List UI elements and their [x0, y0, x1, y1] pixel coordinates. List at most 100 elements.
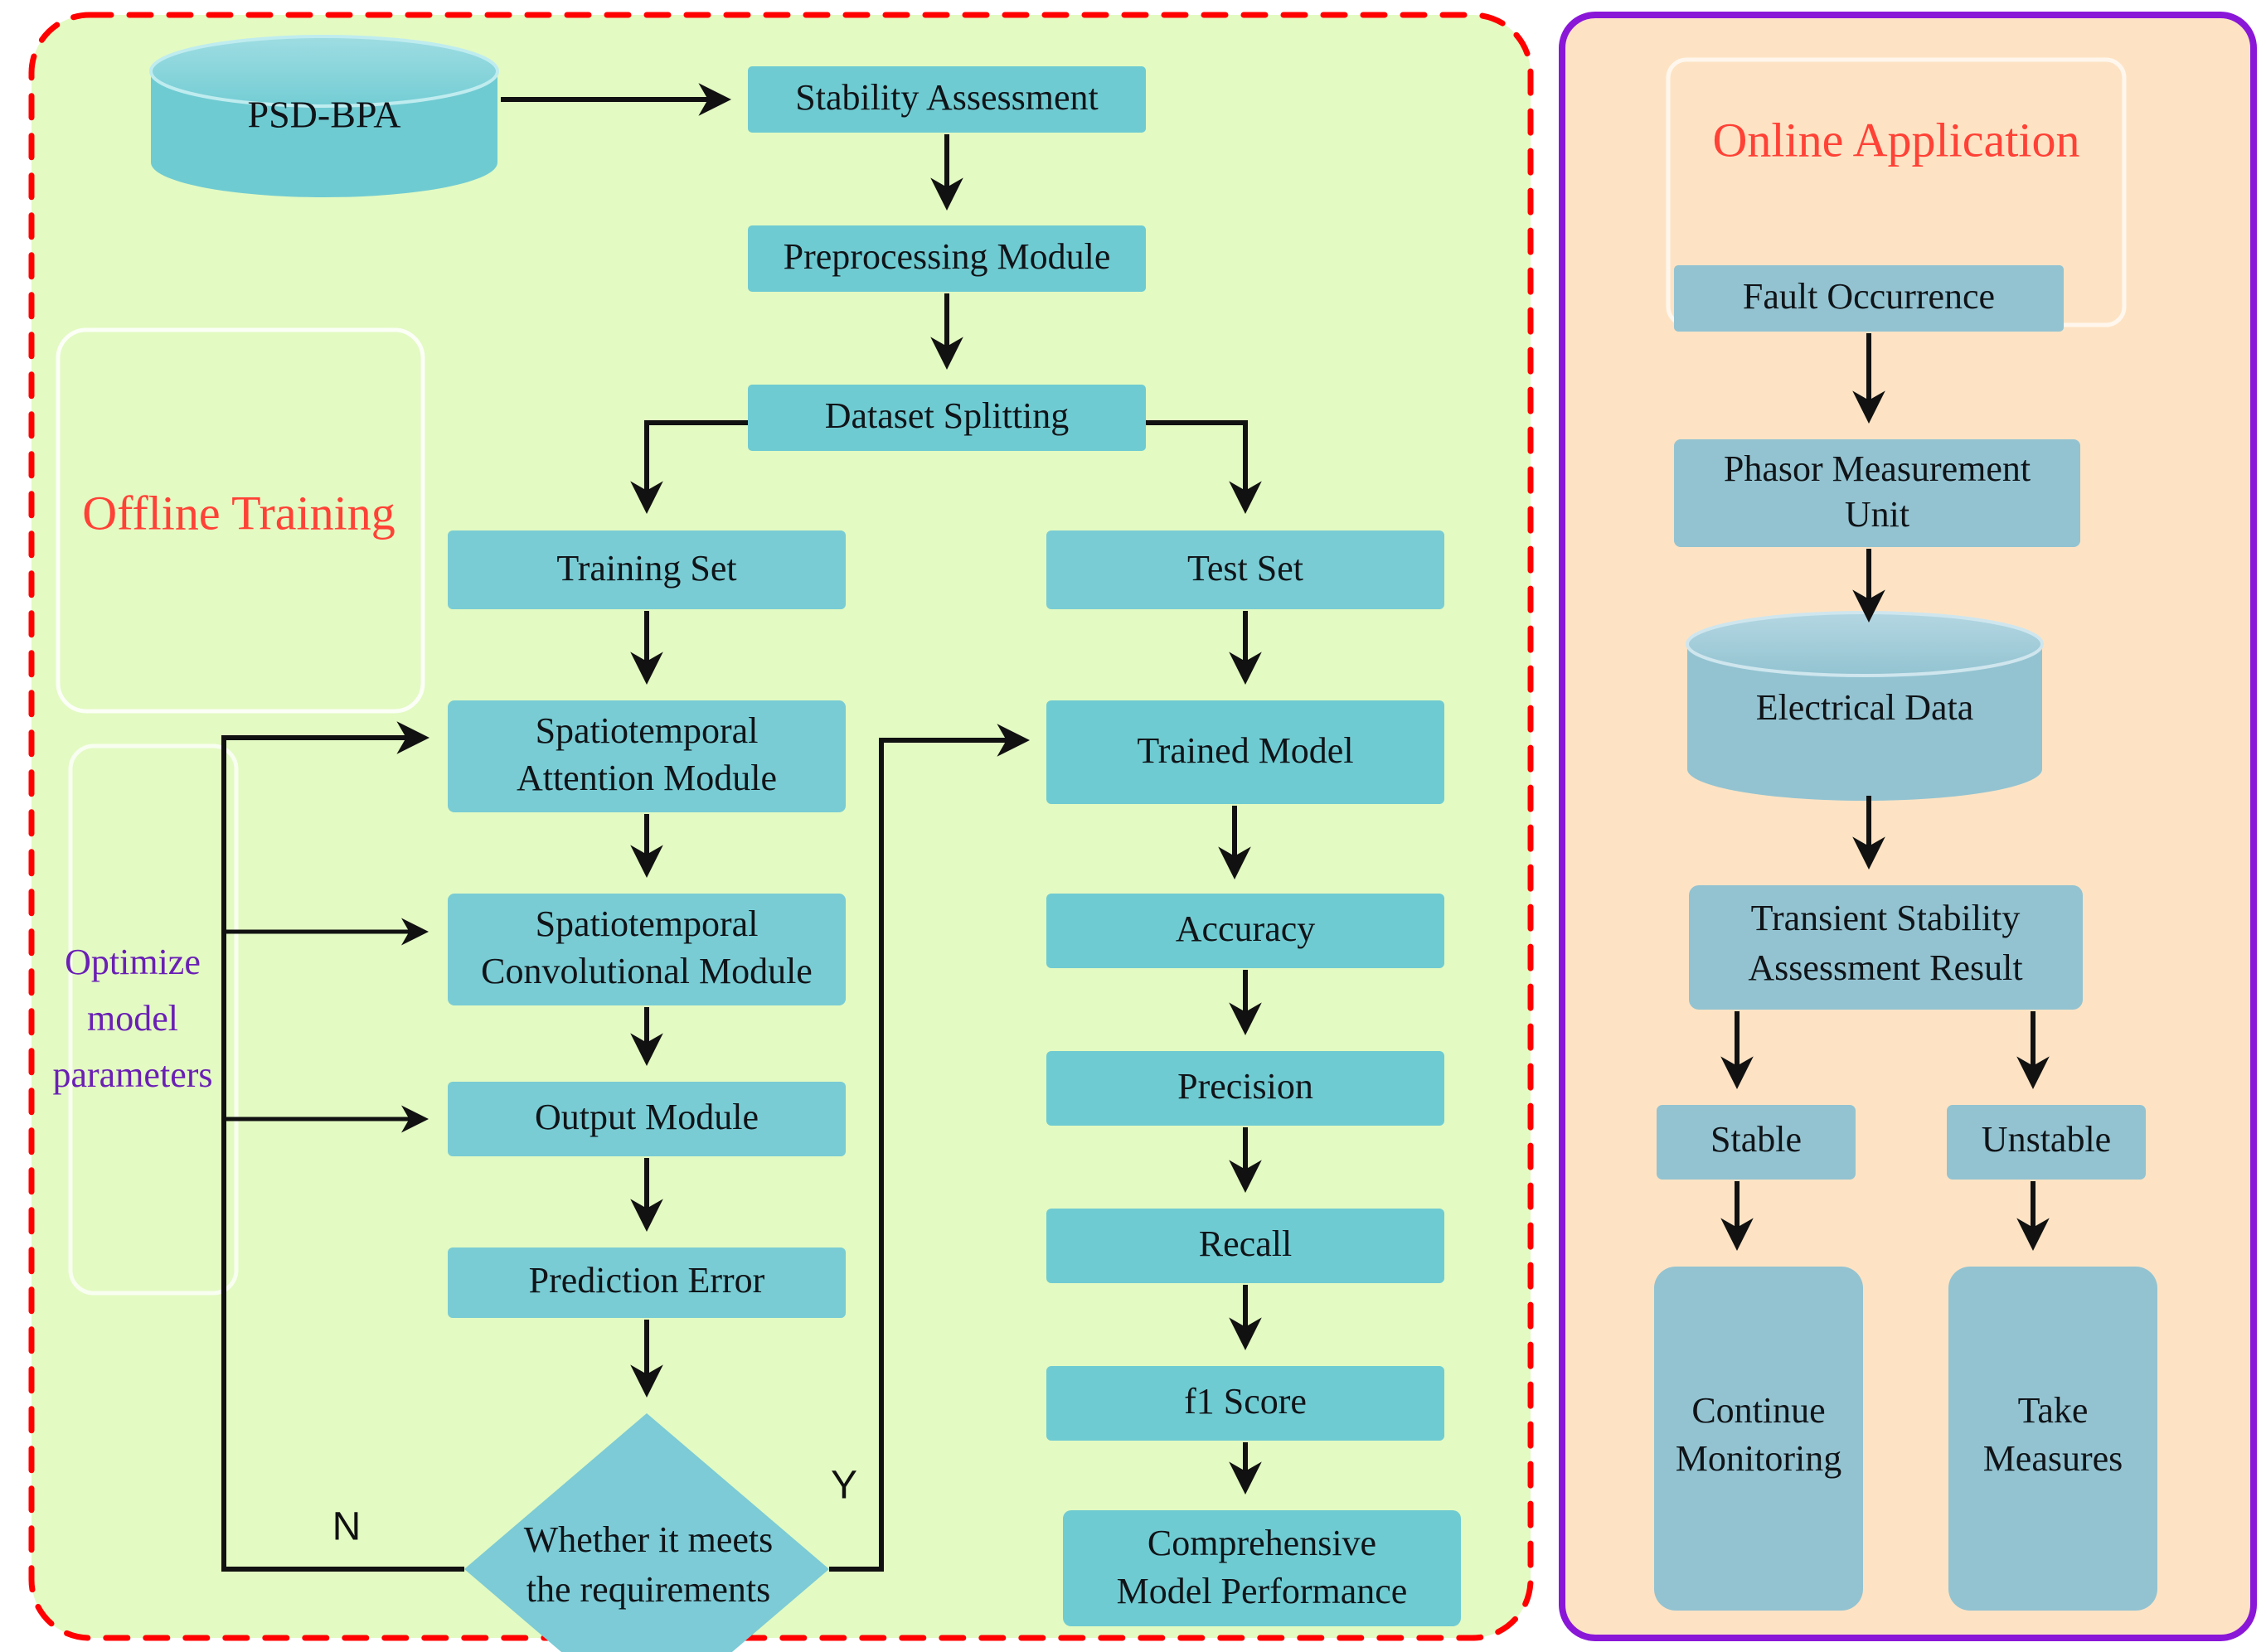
branch-label-no: N — [332, 1505, 361, 1549]
f1-score-box — [1046, 1366, 1444, 1441]
node-continue-monitoring: Continue Monitoring — [1654, 1267, 1863, 1611]
training-set-label: Training Set — [556, 548, 736, 589]
attention-module-box — [448, 700, 846, 812]
precision-label: Precision — [1177, 1066, 1313, 1107]
node-precision: Precision — [1046, 1051, 1444, 1126]
node-electrical-data: Electrical Data — [1686, 611, 2044, 801]
pmu-label-line2: Unit — [1845, 494, 1909, 535]
test-set-box — [1046, 530, 1444, 609]
node-tsa-result: Transient Stability Assessment Result — [1689, 885, 2083, 1010]
arrow-yes-to-trainedmodel — [829, 724, 1031, 1572]
preprocessing-module-label: Preprocessing Module — [784, 236, 1111, 277]
node-attention-module: Spatiotemporal Attention Module — [448, 700, 846, 812]
node-fault-occurrence: Fault Occurrence — [1674, 265, 2064, 332]
output-module-label: Output Module — [535, 1097, 759, 1137]
node-training-set: Training Set — [448, 530, 846, 609]
arrow-dataset-to-test — [1146, 420, 1262, 515]
continue-monitoring-box — [1654, 1267, 1863, 1611]
node-test-set: Test Set — [1046, 530, 1444, 609]
node-convolutional-module: Spatiotemporal Convolutional Module — [448, 894, 846, 1005]
preprocessing-module-box — [748, 225, 1146, 292]
convolutional-module-label-line1: Spatiotemporal — [536, 904, 759, 944]
node-prediction-error: Prediction Error — [448, 1247, 846, 1318]
electrical-data-cylinder-body — [1687, 644, 2042, 801]
node-f1-score: f1 Score — [1046, 1366, 1444, 1441]
test-set-label: Test Set — [1187, 548, 1303, 589]
accuracy-box — [1046, 894, 1444, 968]
arrow-feedback-to-attention — [221, 721, 464, 1572]
continue-monitoring-label-line1: Continue — [1691, 1390, 1825, 1431]
offline-connectors: N Y — [221, 83, 1262, 1572]
offline-title-frame — [56, 327, 425, 714]
take-measures-box — [1948, 1267, 2157, 1611]
node-phasor-measurement-unit: Phasor Measurement Unit — [1674, 439, 2080, 547]
attention-module-label-line1: Spatiotemporal — [536, 710, 759, 751]
fault-occurrence-box — [1674, 265, 2064, 332]
comprehensive-label-line2: Model Performance — [1117, 1571, 1408, 1611]
offline-training-panel: Offline Training Optimize model paramete… — [28, 12, 1534, 1652]
node-trained-model: Trained Model — [1046, 700, 1444, 804]
node-recall: Recall — [1046, 1209, 1444, 1283]
f1-score-label: f1 Score — [1184, 1381, 1307, 1422]
output-module-box — [448, 1082, 846, 1156]
online-application-panel: Online Application Fault Occurrence Phas… — [1559, 12, 2257, 1641]
node-output-module: Output Module — [448, 1082, 846, 1156]
stable-box — [1657, 1105, 1856, 1180]
node-accuracy: Accuracy — [1046, 894, 1444, 968]
online-panel-title: Online Application — [1713, 113, 2080, 167]
node-unstable: Unstable — [1947, 1105, 2146, 1180]
optimize-note-line1: Optimize — [65, 942, 201, 982]
continue-monitoring-label-line2: Monitoring — [1676, 1438, 1841, 1479]
pmu-box — [1674, 439, 2080, 547]
node-stability-assessment: Stability Assessment — [748, 66, 1146, 133]
offline-note-frame — [68, 744, 239, 1296]
take-measures-label-line2: Measures — [1983, 1438, 2123, 1479]
electrical-data-label: Electrical Data — [1756, 687, 1974, 728]
comprehensive-label-line1: Comprehensive — [1148, 1523, 1376, 1563]
offline-panel-title: Offline Training — [82, 486, 395, 540]
node-comprehensive-model-performance: Comprehensive Model Performance — [1063, 1510, 1461, 1626]
stability-assessment-box — [748, 66, 1146, 133]
stability-assessment-label: Stability Assessment — [795, 77, 1098, 118]
take-measures-label-line1: Take — [2018, 1390, 2089, 1431]
optimize-note-line3: parameters — [53, 1054, 213, 1095]
precision-box — [1046, 1051, 1444, 1126]
pmu-label-line1: Phasor Measurement — [1724, 448, 2031, 489]
convolutional-module-box — [448, 894, 846, 1005]
convolutional-module-label-line2: Convolutional Module — [481, 951, 813, 991]
fault-occurrence-label: Fault Occurrence — [1743, 276, 1995, 317]
stable-label: Stable — [1710, 1119, 1802, 1160]
recall-box — [1046, 1209, 1444, 1283]
tsa-result-label-line1: Transient Stability — [1751, 898, 2021, 938]
unstable-label: Unstable — [1982, 1119, 2111, 1160]
comprehensive-box — [1063, 1510, 1461, 1626]
dataset-splitting-box — [748, 385, 1146, 451]
dataset-splitting-label: Dataset Splitting — [825, 395, 1070, 436]
accuracy-label: Accuracy — [1176, 908, 1316, 949]
trained-model-box — [1046, 700, 1444, 804]
optimize-note-line2: model — [87, 998, 178, 1039]
decision-label-line2: the requirements — [526, 1569, 770, 1610]
node-take-measures: Take Measures — [1948, 1267, 2157, 1611]
online-connectors — [1720, 333, 2050, 1252]
psd-bpa-cylinder-top — [149, 35, 499, 108]
attention-module-label-line2: Attention Module — [517, 758, 777, 798]
training-set-box — [448, 530, 846, 609]
prediction-error-box — [448, 1247, 846, 1318]
psd-bpa-label: PSD-BPA — [248, 94, 401, 136]
unstable-box — [1947, 1105, 2146, 1180]
recall-label: Recall — [1199, 1223, 1292, 1264]
tsa-result-box — [1689, 885, 2083, 1010]
node-stable: Stable — [1657, 1105, 1856, 1180]
node-psd-bpa: PSD-BPA — [149, 35, 499, 197]
arrow-dataset-to-training — [630, 420, 748, 515]
tsa-result-label-line2: Assessment Result — [1748, 947, 2022, 988]
node-preprocessing-module: Preprocessing Module — [748, 225, 1146, 292]
prediction-error-label: Prediction Error — [529, 1260, 765, 1301]
decision-diamond — [464, 1413, 829, 1652]
trained-model-label: Trained Model — [1137, 730, 1353, 771]
decision-label-line1: Whether it meets — [524, 1519, 774, 1560]
node-decision-requirements: Whether it meets the requirements — [464, 1413, 829, 1652]
